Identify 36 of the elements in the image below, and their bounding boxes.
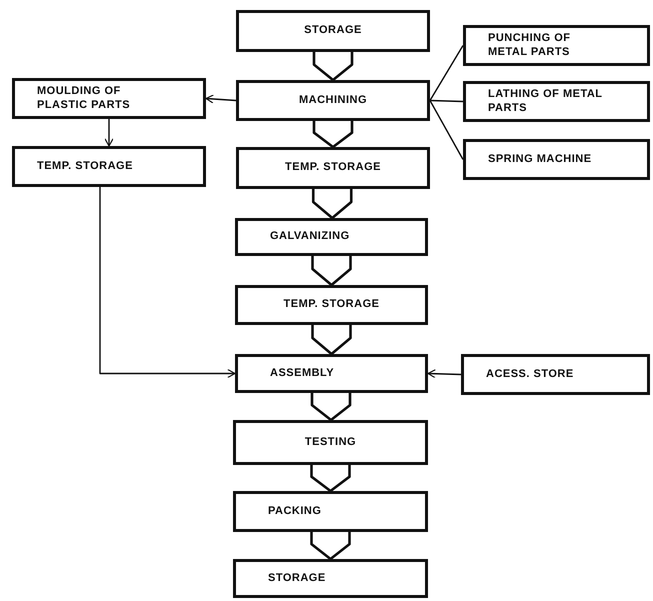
box-label: LATHING OF METAL PARTS (488, 88, 604, 116)
arrow (99, 187, 236, 378)
arrow (104, 119, 114, 147)
block-arrow (311, 324, 352, 356)
box-label: STORAGE (304, 24, 362, 38)
arrow (205, 94, 236, 104)
process-box (12, 78, 206, 119)
box-label: ACESS. STORE (486, 368, 574, 382)
box-label: MOULDING OF PLASTIC PARTS (37, 84, 132, 112)
box-label: PACKING (268, 504, 322, 518)
box-label: STORAGE (268, 572, 326, 586)
box-label: PUNCHING OF METAL PARTS (488, 32, 572, 60)
block-arrow (310, 464, 351, 492)
block-arrow (312, 188, 353, 220)
box-label: TESTING (304, 436, 356, 450)
block-arrow (310, 392, 352, 422)
block-arrow (312, 120, 354, 148)
arrow (427, 369, 462, 378)
box-label: ASSEMBLY (270, 366, 334, 380)
box-label: GALVANIZING (270, 230, 350, 244)
connector-line (429, 100, 464, 160)
process-box (463, 81, 650, 122)
box-label: TEMP. STORAGE (37, 160, 133, 174)
block-arrow (310, 530, 351, 560)
box-label: TEMP. STORAGE (284, 298, 380, 312)
box-label: MACHINING (298, 94, 368, 108)
box-label: SPRING MACHINE (488, 152, 592, 166)
connector-line (430, 100, 464, 102)
block-arrow (311, 254, 352, 286)
box-label: TEMP. STORAGE (285, 161, 381, 175)
block-arrow (312, 50, 354, 82)
connector-line (429, 45, 464, 101)
process-box (463, 139, 650, 180)
process-box (463, 25, 650, 66)
process-box (461, 354, 650, 395)
process-box (12, 146, 206, 187)
